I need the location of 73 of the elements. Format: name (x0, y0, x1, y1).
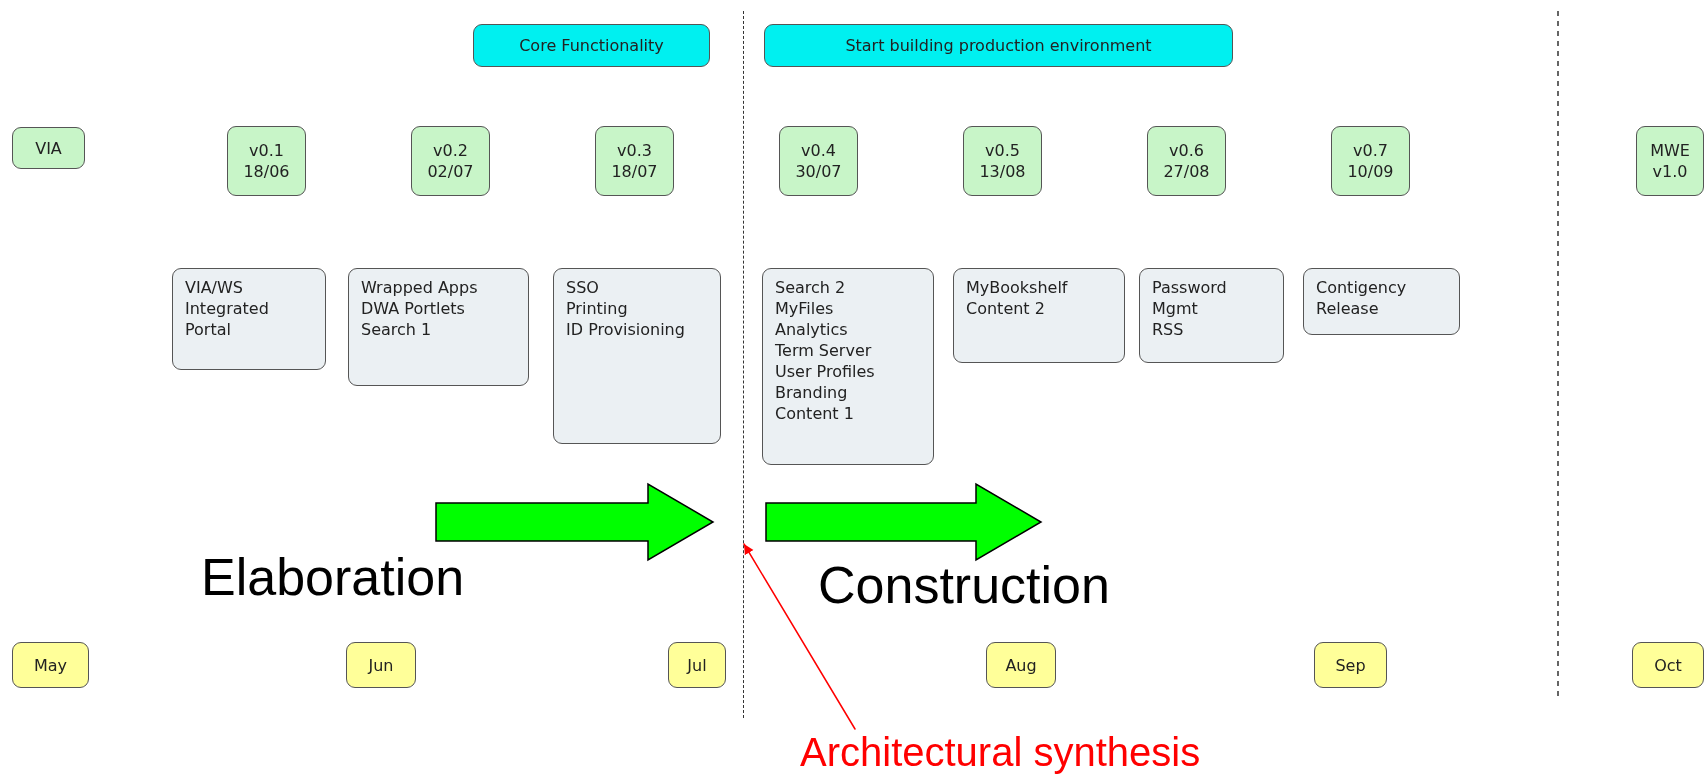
box-text: Sep (1335, 654, 1366, 676)
month-marker (1632, 642, 1704, 688)
box-text: MWE (1650, 140, 1690, 161)
phase-banner (473, 24, 710, 67)
box-text: 02/07 (427, 161, 474, 182)
feature-list-box (553, 268, 721, 444)
box-text: VIA/WS Integrated Portal (185, 277, 270, 340)
box-text: 27/08 (1163, 161, 1210, 182)
box-text: VIA (35, 137, 62, 159)
box-text: 18/07 (611, 161, 658, 182)
box-text: ID Provisioning (566, 319, 686, 340)
feature-list-box (762, 268, 934, 465)
box-text: v0.4 (800, 140, 837, 161)
box-text: v1.0 (1651, 161, 1689, 182)
release-milestone-box (411, 126, 490, 196)
phase-banner (764, 24, 1233, 67)
box-text: Jun (368, 654, 394, 676)
divider-line (743, 11, 746, 718)
box-text: 30/07 (795, 161, 842, 182)
box-text: Analytics (775, 319, 849, 340)
release-milestone-box (1636, 126, 1704, 196)
release-milestone-box (12, 127, 85, 169)
box-text: v0.5 (984, 140, 1021, 161)
box-text: v0.7 (1352, 140, 1389, 161)
feature-list-box (1303, 268, 1460, 335)
box-text: Contigency Release (1316, 277, 1408, 319)
annotation-text: Architectural synthesis (800, 729, 1202, 775)
box-text: v0.3 (616, 140, 653, 161)
release-milestone-box (1147, 126, 1226, 196)
box-text: SSO (566, 277, 600, 298)
feature-list-box (172, 268, 326, 370)
box-text: Wrapped Apps (361, 277, 479, 298)
box-text: MyBookshelf (966, 277, 1069, 298)
month-marker (12, 642, 89, 688)
feature-list-box (348, 268, 529, 386)
box-text: v0.6 (1168, 140, 1205, 161)
box-text: Content 2 (966, 298, 1046, 319)
phase-label: Construction (818, 556, 1110, 614)
box-text: v0.2 (432, 140, 469, 161)
leader-line (743, 543, 856, 730)
feature-list-box (953, 268, 1125, 363)
box-text: RSS (1152, 319, 1185, 340)
box-text: DWA Portlets (361, 298, 466, 319)
box-text: 10/09 (1347, 161, 1394, 182)
box-text: Printing (566, 298, 629, 319)
box-text: Term Server (775, 340, 873, 361)
box-text: User Profiles (775, 361, 876, 382)
box-text: Aug (1005, 654, 1037, 676)
phase-label: Elaboration (201, 548, 465, 606)
box-text: Core Functionality (519, 35, 664, 56)
box-text: Oct (1654, 654, 1682, 676)
box-text: May (33, 654, 68, 676)
month-marker (1314, 642, 1387, 688)
release-milestone-box (1331, 126, 1410, 196)
box-text: Search 2 (775, 277, 847, 298)
month-marker (986, 642, 1056, 688)
box-text: 13/08 (979, 161, 1026, 182)
release-milestone-box (963, 126, 1042, 196)
release-milestone-box (227, 126, 306, 196)
box-text: v0.1 (248, 140, 285, 161)
box-text: Start building production environment (845, 35, 1152, 56)
box-text: MyFiles (775, 298, 835, 319)
box-text: Password Mgmt (1152, 277, 1228, 319)
release-milestone-box (779, 126, 858, 196)
box-text: Jul (687, 654, 707, 676)
month-marker (346, 642, 416, 688)
feature-list-box (1139, 268, 1284, 363)
box-text: Branding (775, 382, 849, 403)
release-milestone-box (595, 126, 674, 196)
box-text: Search 1 (361, 319, 433, 340)
month-marker (668, 642, 726, 688)
box-text: Content 1 (775, 403, 855, 424)
box-text: 18/06 (243, 161, 290, 182)
